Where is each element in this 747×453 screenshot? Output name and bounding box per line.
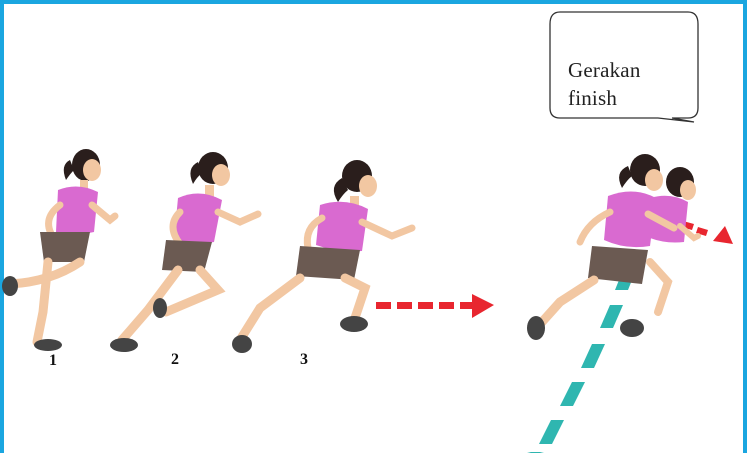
runner-figure-finish-front	[527, 154, 674, 340]
speech-bubble-line-1: Gerakan	[568, 56, 688, 84]
speech-bubble-text: Gerakan finish	[568, 56, 688, 112]
motion-arrow	[376, 294, 494, 318]
step-label-3: 3	[300, 351, 308, 369]
runner-figure-2	[110, 152, 258, 352]
runner-figure-3	[232, 160, 412, 353]
step-label-2: 2	[171, 351, 179, 369]
runner-figure-1	[2, 149, 115, 351]
step-label-1: 1	[49, 352, 57, 370]
finish-line	[527, 270, 636, 453]
speech-bubble-line-2: finish	[568, 84, 688, 112]
